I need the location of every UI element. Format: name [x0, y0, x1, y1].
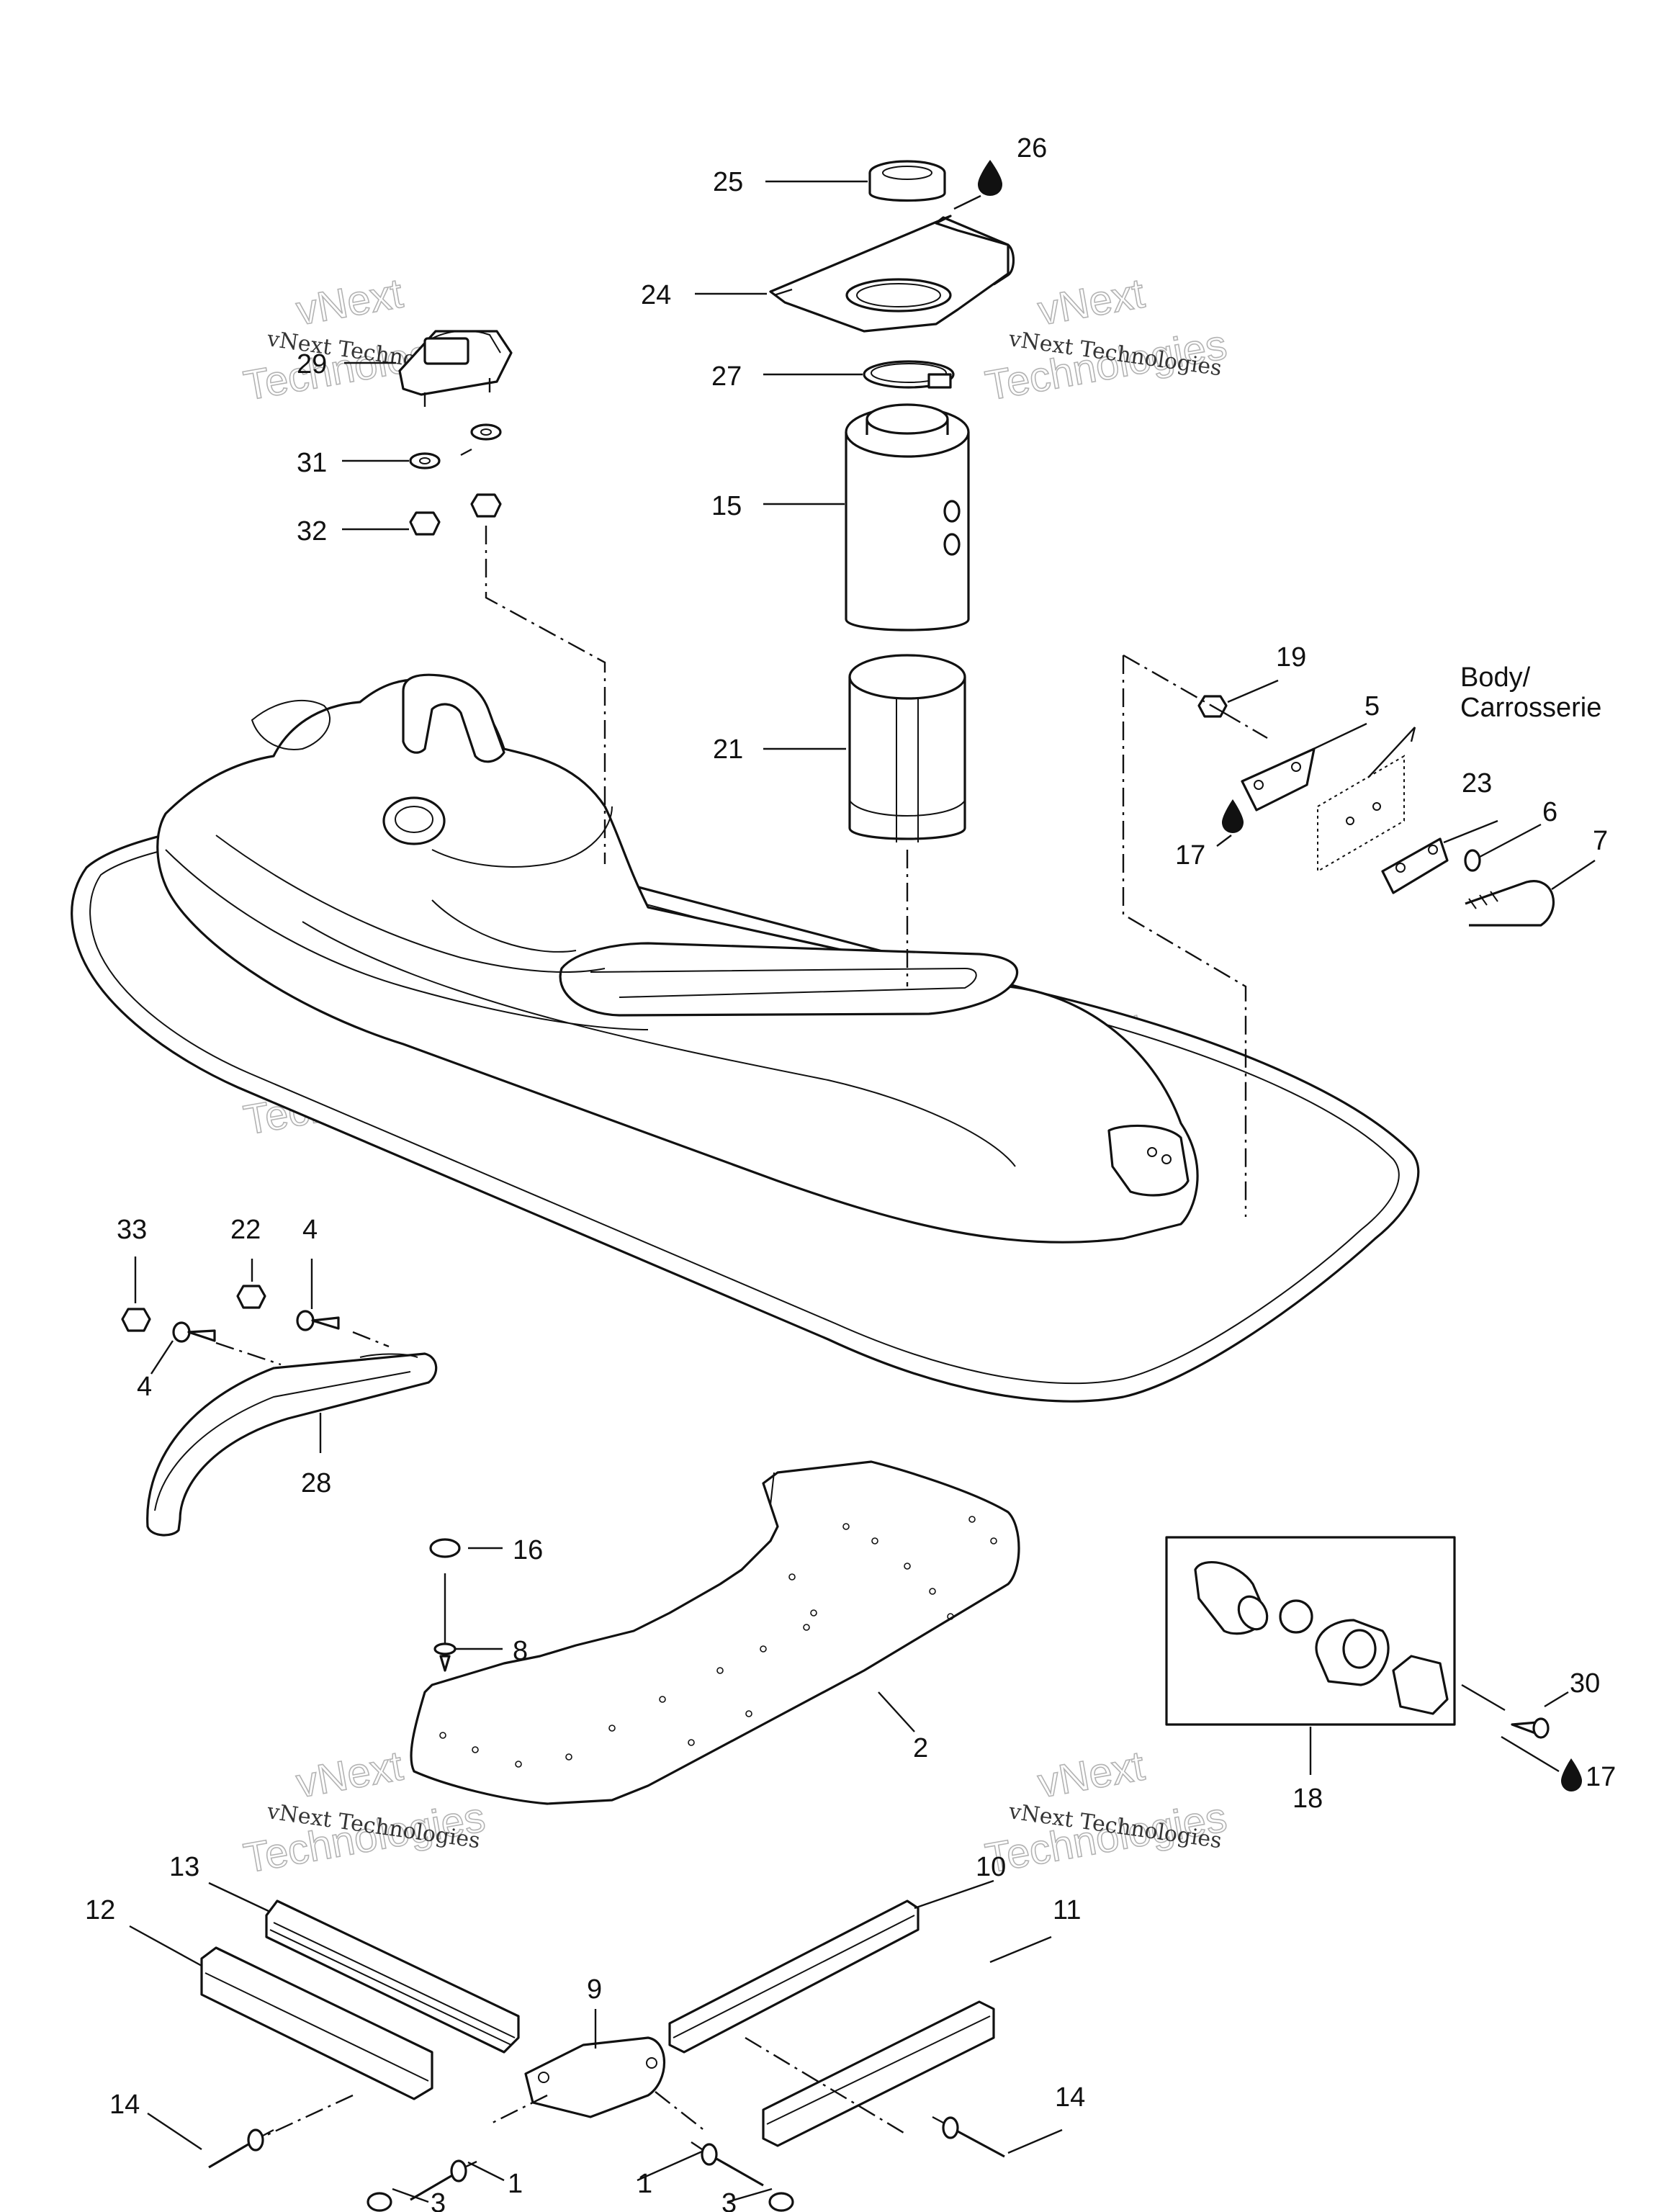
plate-5 — [1241, 747, 1316, 811]
rail-assembly — [200, 1899, 1005, 2212]
callout-3: 3 — [721, 2188, 737, 2212]
handle-28 — [146, 1352, 438, 1537]
callout-17: 17 — [1586, 1762, 1616, 1792]
callout-25: 25 — [713, 167, 743, 197]
svg-text:vNext: vNext — [293, 1743, 406, 1807]
plug-16 — [429, 1538, 461, 1558]
callout-31: 31 — [297, 448, 327, 478]
callout-24: 24 — [641, 280, 671, 310]
rivet-14a — [208, 2128, 274, 2169]
washer-6 — [1464, 849, 1481, 872]
callout-16: 16 — [513, 1535, 543, 1565]
callout-9: 9 — [587, 1974, 602, 2005]
callout-8: 8 — [513, 1636, 528, 1666]
callout-10: 10 — [976, 1852, 1006, 1882]
callout-14: 14 — [109, 2090, 140, 2120]
screw-4a — [296, 1310, 340, 1331]
rivet-1b — [691, 2141, 764, 2187]
seat-backrest — [402, 673, 505, 763]
callout-13: 13 — [169, 1852, 199, 1882]
drain-plug-assembly — [1165, 1536, 1582, 1791]
threadlocker-drop-icon — [1222, 799, 1244, 833]
mat-holes — [439, 1516, 997, 1768]
callout-2: 2 — [913, 1733, 928, 1763]
callout-12: 12 — [85, 1895, 115, 1925]
threadlocker-drop-icon — [1561, 1758, 1582, 1791]
seal-ring-25 — [868, 160, 946, 202]
rail-11 — [762, 2000, 995, 2147]
plate-23 — [1381, 837, 1449, 894]
sleeve-21 — [848, 654, 966, 842]
callout-32: 32 — [297, 516, 327, 547]
callout-14: 14 — [1055, 2082, 1085, 2113]
callout-19: 19 — [1276, 642, 1306, 673]
nut-33 — [121, 1308, 151, 1332]
callout-26: 26 — [1017, 133, 1047, 163]
screw-4b — [172, 1321, 216, 1343]
cap-3a — [367, 2192, 392, 2212]
rail-12 — [200, 1946, 433, 2100]
rear-grab-assembly — [1122, 654, 1555, 1217]
latch-assembly — [398, 330, 606, 864]
callout-21: 21 — [713, 734, 743, 765]
callout-3: 3 — [431, 2188, 446, 2212]
seat-rear-cap — [251, 700, 331, 750]
svg-text:vNext: vNext — [293, 270, 406, 335]
mounting-bracket-24 — [769, 215, 1015, 333]
lubricant-drop-icon — [978, 160, 1002, 196]
callout-28: 28 — [301, 1468, 331, 1498]
washer-31b — [470, 423, 502, 441]
corner-piece-9 — [524, 2036, 666, 2118]
callout-1: 1 — [508, 2169, 523, 2199]
callout-23: 23 — [1462, 768, 1492, 799]
leader-lines — [129, 180, 1596, 2203]
callout-17: 17 — [1175, 840, 1205, 871]
u-bolt-7 — [1465, 880, 1555, 927]
nut-22 — [236, 1285, 266, 1309]
drain-plug-box-18 — [1165, 1536, 1456, 1726]
rivet-1a — [410, 2159, 477, 2201]
watermark: vNext Technologies vNext Technologies — [981, 269, 1231, 410]
body-panel — [1317, 755, 1405, 873]
callout-11: 11 — [1053, 1895, 1081, 1925]
callout-29: 29 — [297, 349, 327, 379]
svg-text:vNext: vNext — [1035, 270, 1148, 335]
callout-7: 7 — [1593, 826, 1608, 856]
watermark: vNext Technologies vNext Technologies — [981, 1742, 1231, 1883]
body-note-line1: Body/ — [1460, 662, 1531, 693]
callout-27: 27 — [711, 361, 742, 392]
callout-33: 33 — [117, 1215, 147, 1245]
callout-1: 1 — [637, 2169, 652, 2199]
mat-assembly — [410, 1460, 1020, 1805]
rivet-14b — [932, 2116, 1005, 2158]
nut-32 — [409, 511, 441, 536]
rail-13 — [265, 1899, 520, 2054]
nut-32b — [470, 493, 502, 518]
svg-text:vNext: vNext — [1035, 1743, 1148, 1807]
callout-4: 4 — [302, 1215, 318, 1245]
mat-2 — [410, 1460, 1020, 1805]
callout-labels: 25 26 24 27 15 21 29 31 32 19 5 23 6 7 1… — [85, 133, 1616, 2212]
callout-18: 18 — [1292, 1784, 1323, 1814]
callout-15: 15 — [711, 491, 742, 521]
callout-5: 5 — [1364, 691, 1380, 721]
screw-30 — [1511, 1717, 1550, 1739]
seat-body — [71, 673, 1420, 1403]
storage-tube-assembly — [769, 160, 1015, 986]
callout-4: 4 — [137, 1372, 152, 1402]
washer-31 — [409, 452, 441, 469]
callout-22: 22 — [230, 1215, 261, 1245]
fuel-cap — [382, 796, 446, 845]
rivet-8 — [433, 1573, 457, 1672]
callout-30: 30 — [1570, 1668, 1600, 1699]
handle-assembly — [121, 1285, 438, 1537]
hose-clamp-27 — [863, 360, 955, 389]
seat-storage-well — [559, 942, 1019, 1017]
storage-tube-15 — [845, 403, 970, 631]
rear-handle-bracket — [1107, 1124, 1190, 1197]
body-note-line2: Carrosserie — [1460, 693, 1601, 723]
cap-3b — [768, 2192, 794, 2212]
callout-6: 6 — [1542, 797, 1557, 827]
